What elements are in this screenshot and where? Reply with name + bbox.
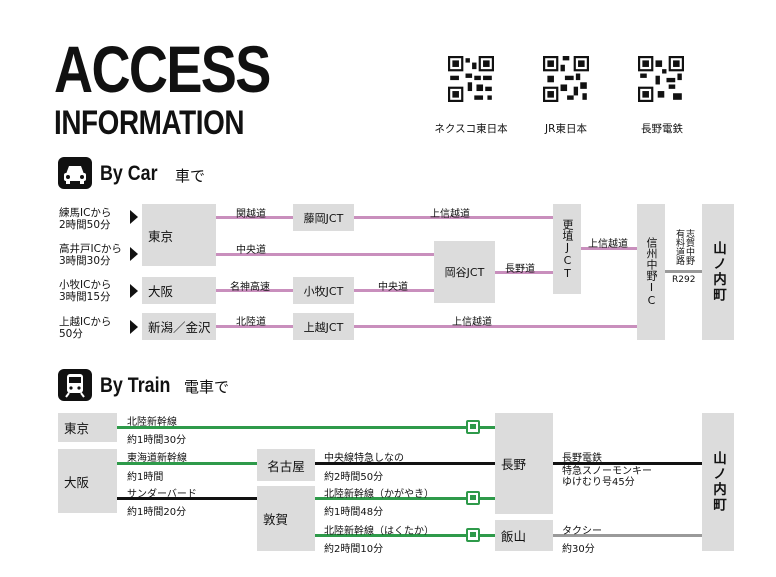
junction-joetsu: 上越JCT xyxy=(293,313,354,340)
label-nagoya-time: 約2時間50分 xyxy=(324,472,384,483)
road-chuo-2 xyxy=(354,289,434,292)
road-nagano xyxy=(495,271,553,274)
road-hokuriku xyxy=(216,325,293,328)
label-nagaden-line: 長野電鉄 xyxy=(562,453,602,464)
station-osaka: 大阪 xyxy=(58,449,117,513)
station-iiyama: 飯山 xyxy=(495,520,553,551)
label-hokuriku: 北陸道 xyxy=(236,317,266,328)
label-r292: R292 xyxy=(672,275,696,285)
label-taxi: タクシー xyxy=(562,526,602,537)
ic-shinshu-nakano: 信州中野IC xyxy=(637,204,665,340)
label-chuo-2: 中央道 xyxy=(378,282,408,293)
label-nagaden-trains: 特急スノーモンキーゆけむり号45分 xyxy=(562,466,652,488)
label-osaka-line2: サンダーバード xyxy=(127,489,197,500)
label-tokyo-line: 北陸新幹線 xyxy=(127,417,177,428)
road-r292 xyxy=(665,270,702,273)
label-hakutaka-line: 北陸新幹線（はくたか） xyxy=(324,526,434,537)
line-kagayaki xyxy=(315,497,495,500)
road-kanetsu xyxy=(216,216,293,219)
road-chuo-1 xyxy=(216,253,434,256)
qr-code-nexco[interactable] xyxy=(448,56,494,102)
arrow-icon xyxy=(130,284,138,298)
car-start-osaka: 大阪 xyxy=(142,277,216,304)
car-start-tokyo: 東京 xyxy=(142,204,216,266)
label-kagayaki-line: 北陸新幹線（かがやき） xyxy=(324,489,434,500)
label-meishin: 名神高速 xyxy=(230,282,270,293)
label-nagoya-line: 中央線特急しなの xyxy=(324,453,404,464)
label-osaka-line1: 東海道新幹線 xyxy=(127,453,187,464)
label-nagano: 長野道 xyxy=(505,264,535,275)
shinkansen-icon xyxy=(466,420,480,434)
label-joshin-3: 上信越道 xyxy=(452,317,492,328)
station-tsuruga: 敦賀 xyxy=(257,486,315,551)
page-title: ACCESS xyxy=(54,32,271,106)
qr-label-nagaden: 長野電鉄 xyxy=(641,123,683,135)
station-nagano: 長野 xyxy=(495,413,553,514)
label-osaka-time1: 約1時間 xyxy=(127,472,164,483)
line-tokaido xyxy=(117,462,257,465)
qr-label-nexco: ネクスコ東日本 xyxy=(434,123,508,135)
qr-code-jr[interactable] xyxy=(543,56,589,102)
label-joshin-1: 上信越道 xyxy=(430,209,470,220)
label-kagayaki-time: 約1時間48分 xyxy=(324,507,384,518)
road-joshin-3 xyxy=(354,325,637,328)
station-nagoya: 名古屋 xyxy=(257,449,315,481)
label-hakutaka-time: 約2時間10分 xyxy=(324,544,384,555)
line-tokyo-hokuriku xyxy=(117,426,495,429)
label-chuo-1: 中央道 xyxy=(236,245,266,256)
junction-okaya: 岡谷JCT xyxy=(434,241,495,303)
train-destination: 山ノ内町 xyxy=(702,413,734,551)
label-taxi-time: 約30分 xyxy=(562,544,595,555)
label-tokyo-time: 約1時間30分 xyxy=(127,435,187,446)
line-thunderbird xyxy=(117,497,257,500)
qr-code-nagaden[interactable] xyxy=(638,56,684,102)
train-section-title: By Train xyxy=(100,374,171,397)
junction-koshoku: 更埴JCT xyxy=(553,204,581,294)
page-subtitle: INFORMATION xyxy=(54,104,245,142)
line-taxi xyxy=(553,534,702,537)
line-shinano xyxy=(315,462,495,465)
label-shiga-toll: 志賀中野有料道路 xyxy=(674,229,694,265)
car-section-title: By Car xyxy=(100,162,158,185)
shinkansen-icon xyxy=(466,528,480,542)
arrow-icon xyxy=(130,320,138,334)
qr-label-jr: JR東日本 xyxy=(545,123,587,135)
line-nagaden xyxy=(553,462,702,465)
station-tokyo: 東京 xyxy=(58,413,117,442)
road-joshin-2 xyxy=(581,247,638,250)
car-section-sub: 車で xyxy=(175,167,206,185)
car-start-niigata: 新潟／金沢 xyxy=(142,313,216,340)
label-joshin-2: 上信越道 xyxy=(588,239,628,250)
arrow-icon xyxy=(130,210,138,224)
road-joshin-1 xyxy=(354,216,554,219)
train-section-sub: 電車で xyxy=(184,378,230,396)
label-kanetsu: 関越道 xyxy=(236,209,266,220)
car-destination: 山ノ内町 xyxy=(702,204,734,340)
car-icon xyxy=(58,157,92,189)
road-meishin xyxy=(216,289,293,292)
label-osaka-time2: 約1時間20分 xyxy=(127,507,187,518)
line-hakutaka xyxy=(315,534,495,537)
junction-komaki: 小牧JCT xyxy=(293,277,354,304)
shinkansen-icon xyxy=(466,491,480,505)
train-icon xyxy=(58,369,92,401)
arrow-icon xyxy=(130,247,138,261)
junction-fujioka: 藤岡JCT xyxy=(293,204,354,231)
